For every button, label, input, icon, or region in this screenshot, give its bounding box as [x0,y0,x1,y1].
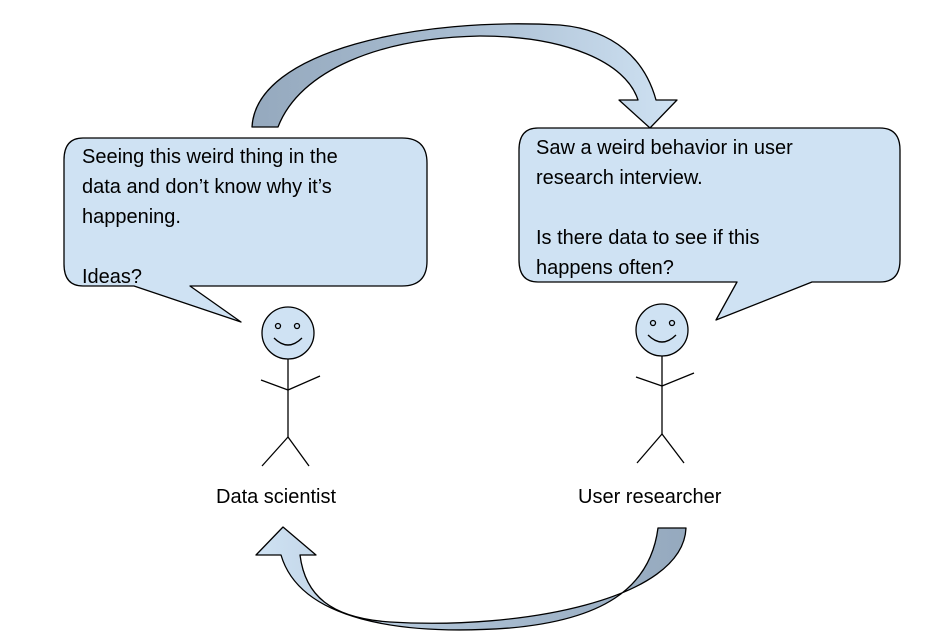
data-scientist-label: Data scientist [216,486,337,508]
bubble-line: happening. [82,206,181,228]
data-scientist-eye-right [293,322,301,330]
bubble-line: research interview. [536,167,703,189]
bubble-line [536,193,793,223]
user-researcher-eye-right [668,319,676,327]
bubble-line: Seeing this weird thing in the [82,146,338,168]
bubble-line: happens often? [536,257,674,279]
bubble-line [82,232,338,262]
data-scientist-eye-left [274,322,282,330]
data-scientist-leg-right [287,436,310,467]
user-researcher-eye-left [649,319,657,327]
data-scientist-head [261,306,315,360]
data-scientist-arm-left [260,379,289,391]
right-speech-bubble [518,127,901,321]
bubble-line: Saw a weird behavior in user [536,137,793,159]
user-researcher-arm-left [635,376,663,387]
bubble-line: Ideas? [82,266,143,288]
user-researcher-arm-right [661,372,695,387]
user-researcher-head [635,303,689,357]
bubble-line: data and don’t know why it’s [82,176,332,198]
user-researcher-leg-left [636,433,663,464]
bubble-line: Is there data to see if this [536,227,760,249]
data-scientist-leg-left [261,436,289,467]
data-scientist-smile [273,337,303,346]
bottom-curved-arrow [255,526,687,631]
data-scientist-bubble-text: Seeing this weird thing in the data and … [82,142,338,292]
user-researcher-bubble-text: Saw a weird behavior in user research in… [536,133,793,283]
data-scientist-figure [260,306,321,467]
top-curved-arrow [251,23,678,129]
user-researcher-figure [635,303,695,464]
user-researcher-smile [647,334,677,343]
left-speech-bubble [63,137,428,323]
user-researcher-label: User researcher [578,486,722,508]
user-researcher-leg-right [661,433,685,464]
data-scientist-arm-right [287,375,321,391]
